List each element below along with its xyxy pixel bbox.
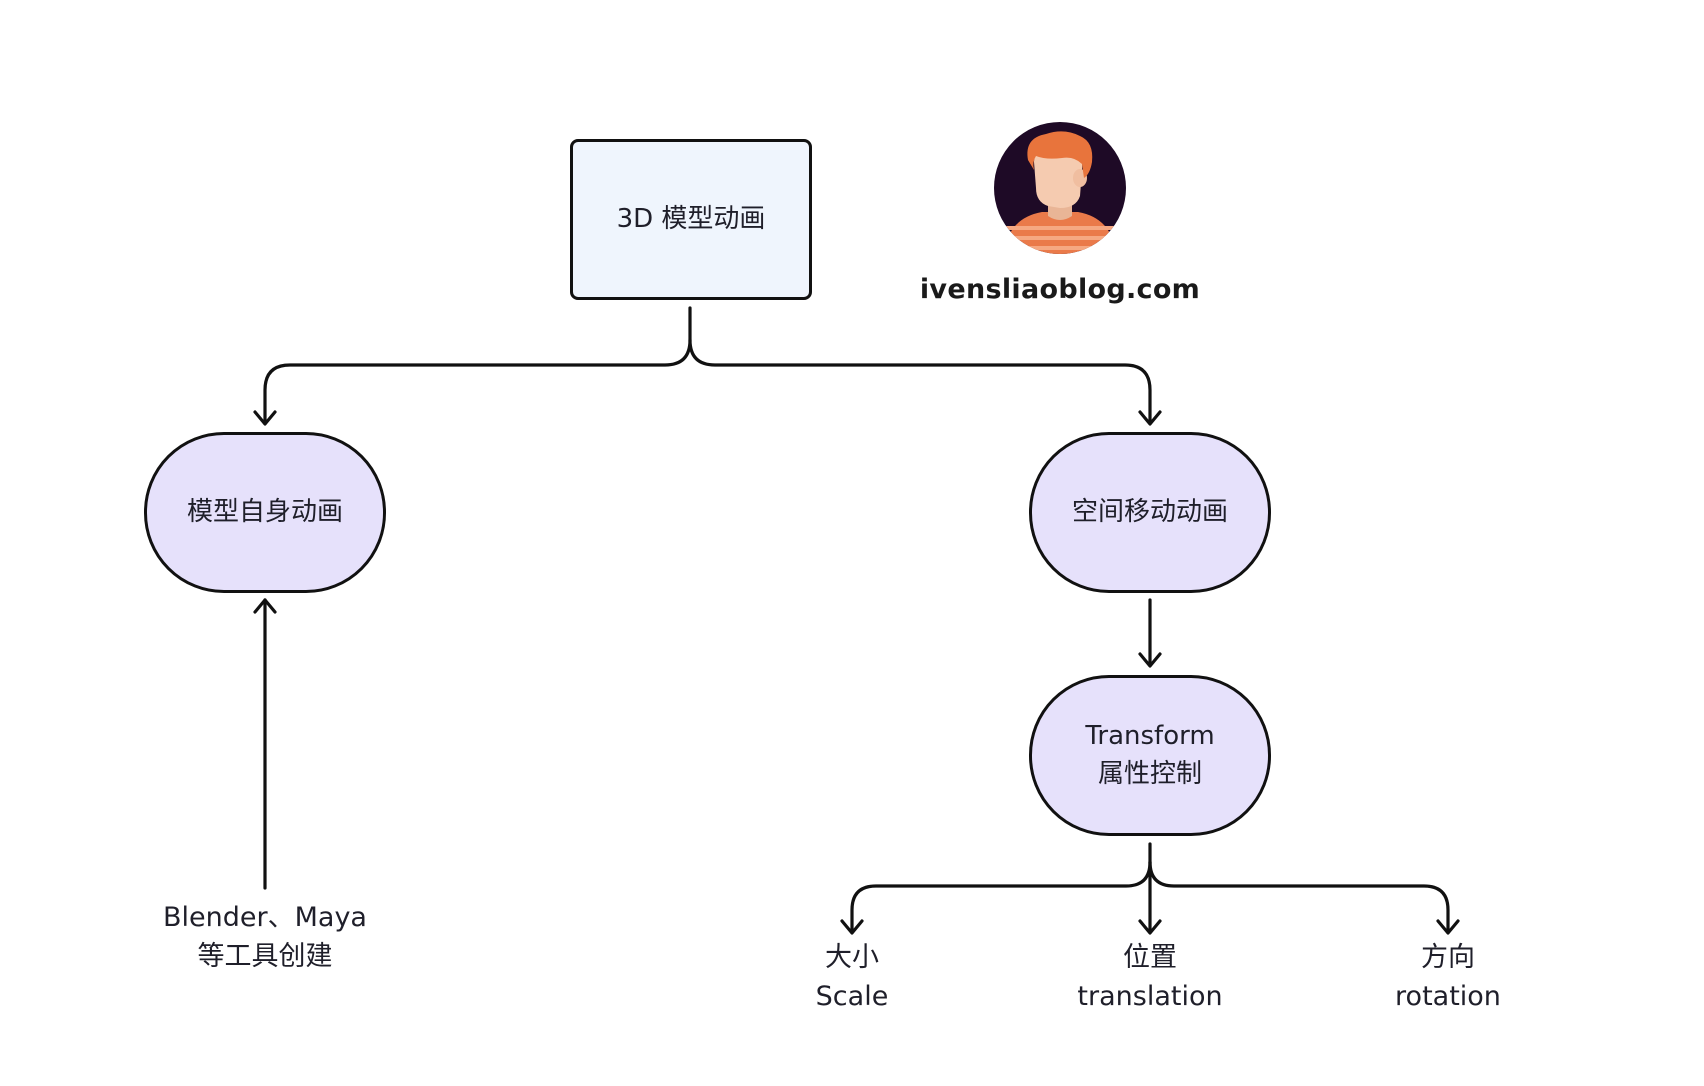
position-leaf: 位置 translation — [1035, 938, 1265, 1016]
direction-leaf-line1: 方向 — [1421, 942, 1475, 973]
tools-leaf-line1: Blender、Maya — [163, 902, 367, 933]
tools-leaf-line2: 等工具创建 — [197, 941, 333, 973]
space-move-animation-label: 空间移动动画 — [1071, 496, 1228, 527]
position-leaf-line1: 位置 — [1123, 942, 1177, 973]
space-move-animation-node: 空间移动动画 — [1029, 432, 1271, 593]
direction-leaf: 方向 rotation — [1348, 938, 1548, 1016]
scale-leaf: 大小 Scale — [752, 938, 952, 1016]
brand-name: ivensliaoblog.com — [919, 274, 1201, 305]
transform-node-line2: 属性控制 — [1097, 758, 1202, 789]
connector-root-to-model-self — [263, 306, 692, 422]
connector-transform-to-direction — [1148, 860, 1450, 932]
brand-block: ivensliaoblog.com — [900, 122, 1220, 305]
scale-leaf-line1: 大小 — [825, 942, 879, 973]
transform-node-line1: Transform — [1085, 720, 1215, 751]
connector-transform-to-scale — [850, 842, 1152, 932]
root-node-label: 3D 模型动画 — [616, 203, 766, 234]
person-avatar-icon — [994, 122, 1126, 254]
transform-node: Transform 属性控制 — [1029, 675, 1271, 836]
scale-leaf-line2: Scale — [815, 981, 889, 1013]
model-self-animation-label: 模型自身动画 — [186, 496, 343, 527]
position-leaf-line2: translation — [1077, 981, 1223, 1013]
tools-leaf: Blender、Maya 等工具创建 — [125, 898, 405, 976]
connector-root-to-space-move — [688, 338, 1152, 422]
direction-leaf-line2: rotation — [1395, 981, 1501, 1013]
model-self-animation-node: 模型自身动画 — [144, 432, 386, 593]
root-node: 3D 模型动画 — [570, 139, 812, 300]
